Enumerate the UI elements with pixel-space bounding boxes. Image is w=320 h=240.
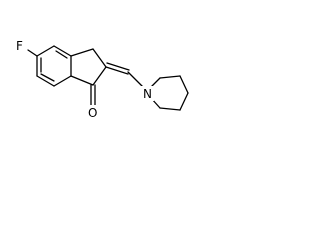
bond-c-f	[27, 49, 38, 57]
bond-c4-c5	[36, 75, 55, 87]
bonds-group	[27, 45, 189, 111]
bond-pip2-pip3	[179, 75, 189, 94]
nitrogen-atom-label: N	[143, 87, 152, 101]
oxygen-atom-label: O	[88, 106, 97, 120]
bond-c2-ch2	[70, 48, 94, 57]
bond-c1-c2	[53, 45, 72, 57]
fluorine-atom-label: F	[16, 39, 23, 53]
bond-c6-c1	[36, 45, 55, 57]
fluorine-label-background	[14, 38, 27, 53]
molecule-structure-diagram: F N O	[14, 38, 189, 120]
oxygen-label-background	[86, 105, 100, 120]
atom-labels-group: F N O	[14, 38, 154, 120]
bond-exo-double-2	[106, 62, 130, 71]
bond-c-exo-c-carbonyl	[92, 66, 107, 86]
bond-pip3-pip4	[179, 92, 189, 111]
bond-inner-double-2	[40, 73, 55, 82]
bond-exo-double-1	[105, 66, 129, 75]
bond-inner-double-1	[55, 50, 68, 59]
bond-ch2-c-exo	[92, 48, 107, 68]
bond-pip1-pip2	[159, 75, 181, 79]
bond-pip4-pip5	[159, 107, 181, 111]
bond-c-carbonyl-c3	[70, 75, 94, 86]
nitrogen-label-background	[141, 86, 154, 101]
bond-c3-c4	[53, 75, 72, 87]
